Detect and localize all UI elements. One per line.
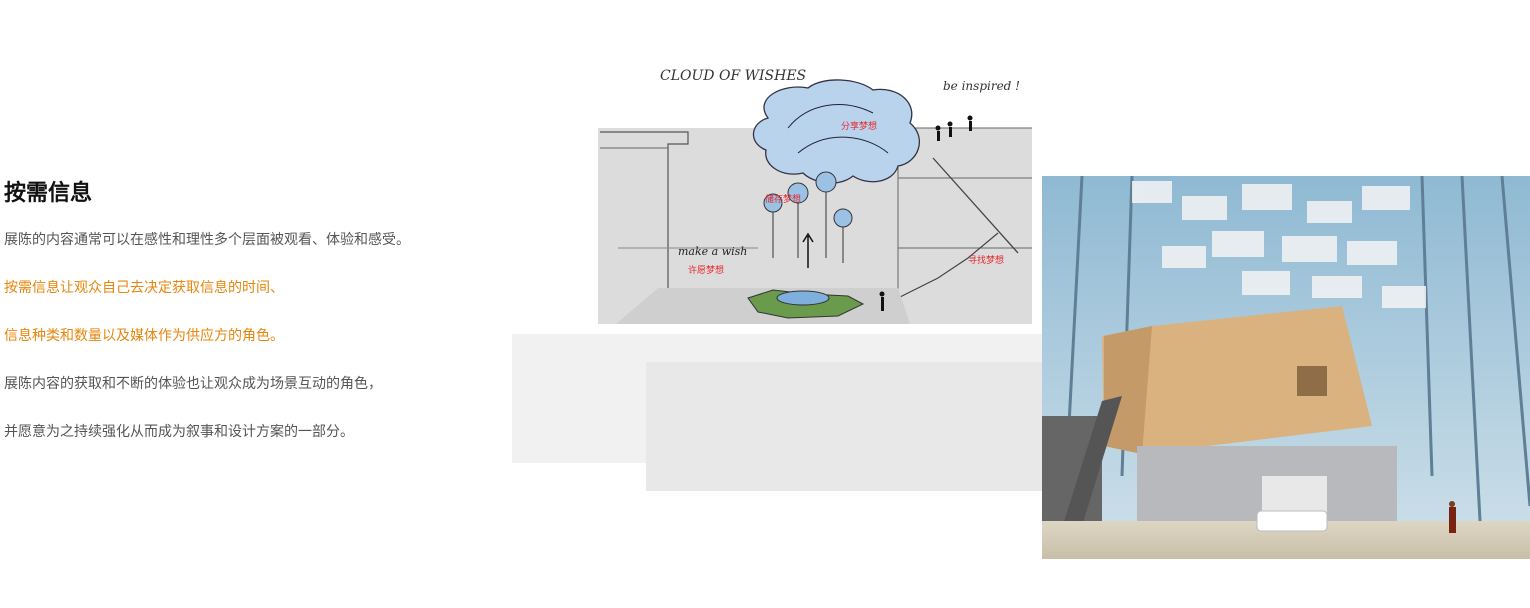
label-store-dream: 储存梦想 [765, 193, 801, 205]
paragraph-3-highlight: 信息种类和数量以及媒体作为供应方的角色。 [4, 328, 284, 344]
label-find-dream: 寻找梦想 [968, 254, 1004, 266]
label-share-dream: 分享梦想 [841, 120, 877, 132]
text-section: 按需信息 展陈的内容通常可以在感性和理性多个层面被观看、体验和感受。 按需信息让… [4, 180, 504, 470]
lobby-rendering [1042, 176, 1530, 559]
sketch-tagline: be inspired ! [943, 79, 1020, 93]
paragraph-4: 展陈内容的获取和不断的体验也让观众成为场景互动的角色， [4, 376, 382, 392]
background-panel-dark [646, 362, 1042, 491]
paragraph-1: 展陈的内容通常可以在感性和理性多个层面被观看、体验和感受。 [4, 232, 410, 248]
label-make-dream: 许愿梦想 [688, 264, 724, 276]
section-title: 按需信息 [4, 181, 93, 206]
paragraph-2-highlight: 按需信息让观众自己去决定获取信息的时间、 [4, 280, 284, 296]
concept-sketch: CLOUD OF WISHES be inspired ! make a wis… [598, 58, 1032, 324]
sketch-heading: CLOUD OF WISHES [660, 68, 806, 84]
paragraph-5: 并愿意为之持续强化从而成为叙事和设计方案的一部分。 [4, 424, 354, 440]
sketch-make-wish: make a wish [678, 245, 747, 258]
wish-cloud-shape [752, 79, 920, 184]
